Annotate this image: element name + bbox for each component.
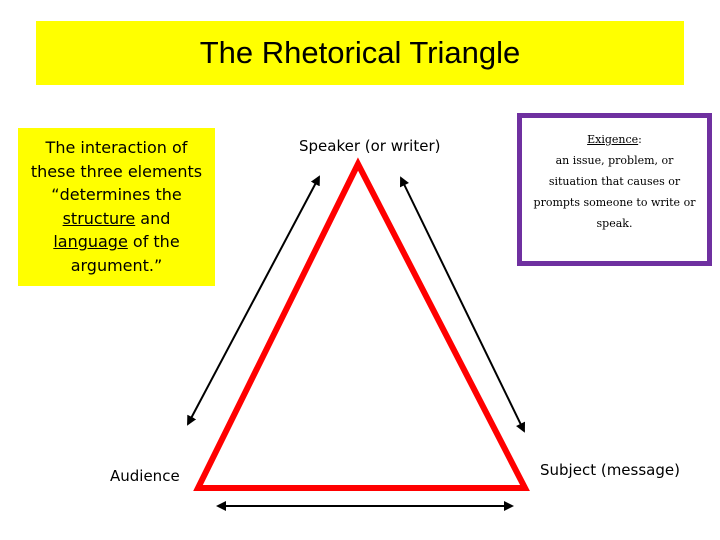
title-banner: The Rhetorical Triangle	[36, 21, 684, 85]
note-line: The interaction of	[45, 138, 188, 157]
language-term: language	[53, 232, 128, 251]
arrow-speaker-subject	[400, 176, 525, 433]
audience-label: Audience	[110, 467, 180, 485]
exigence-box: Exigence: an issue, problem, or situatio…	[517, 113, 712, 266]
subject-label: Subject (message)	[540, 461, 680, 479]
page-title: The Rhetorical Triangle	[199, 35, 521, 70]
note-line: structure and	[24, 207, 209, 231]
triangle	[193, 157, 530, 491]
exigence-heading: Exigence:	[522, 130, 707, 150]
interaction-note: The interaction of these three elements …	[18, 128, 215, 286]
exigence-title: Exigence	[587, 133, 639, 146]
arrow-speaker-audience	[187, 175, 320, 426]
note-text: and	[135, 208, 171, 228]
exigence-definition: an issue, problem, or situation that cau…	[533, 154, 696, 230]
exigence-colon: :	[638, 133, 642, 146]
note-line: these three elements	[30, 161, 203, 181]
note-text: of the	[127, 232, 180, 251]
note-line: “determines the	[51, 185, 182, 204]
note-line: language of the	[24, 230, 209, 254]
structure-term: structure	[62, 208, 136, 228]
speaker-label: Speaker (or writer)	[299, 137, 441, 155]
note-line: argument.”	[70, 255, 163, 275]
